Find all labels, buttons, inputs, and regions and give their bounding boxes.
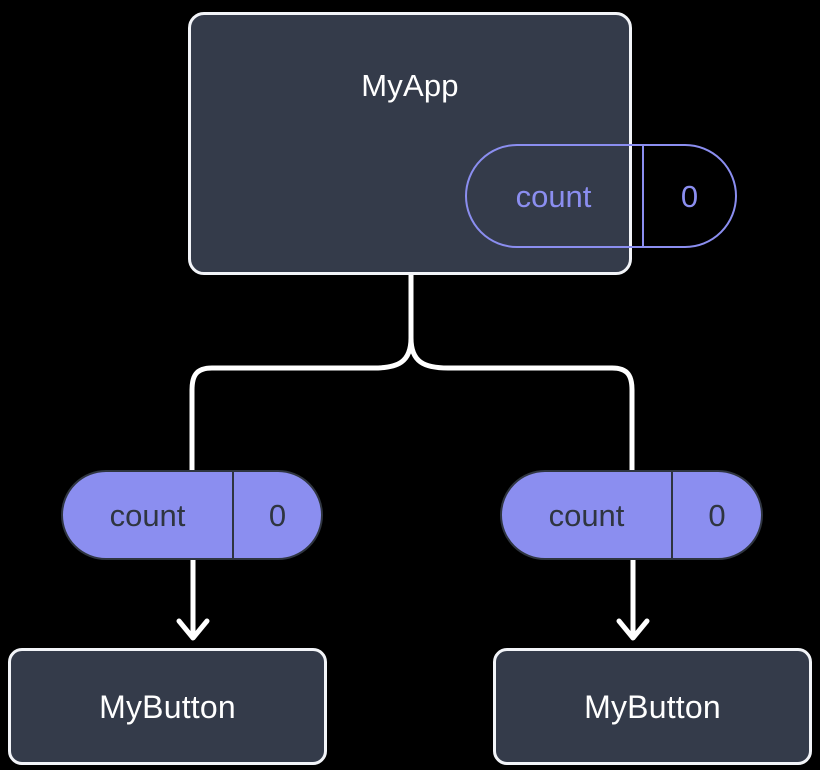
component-node-mybutton-left[interactable]: MyButton xyxy=(8,648,327,765)
props-pill-right[interactable]: count 0 xyxy=(500,470,763,560)
arrowhead-left-icon xyxy=(176,618,210,641)
props-pill-value: 0 xyxy=(268,497,287,533)
component-name-label: MyButton xyxy=(99,688,236,725)
props-pill-key: count xyxy=(502,472,673,558)
state-pill-count[interactable]: count 0 xyxy=(465,144,737,248)
component-node-myapp[interactable]: MyApp count 0 xyxy=(188,12,737,275)
arrowhead-right-icon xyxy=(616,618,650,641)
wire-branch-left xyxy=(189,335,414,473)
wire-branch-right xyxy=(408,335,635,473)
state-pill-value: 0 xyxy=(680,178,699,214)
component-node-mybutton-right[interactable]: MyButton xyxy=(493,648,812,765)
state-pill-key: count xyxy=(467,146,644,246)
props-pill-value: 0 xyxy=(708,497,726,533)
component-name-label: MyButton xyxy=(584,688,721,725)
props-pill-key: count xyxy=(63,472,234,558)
component-name-label: MyApp xyxy=(361,68,459,103)
props-pill-left[interactable]: count 0 xyxy=(61,470,323,560)
